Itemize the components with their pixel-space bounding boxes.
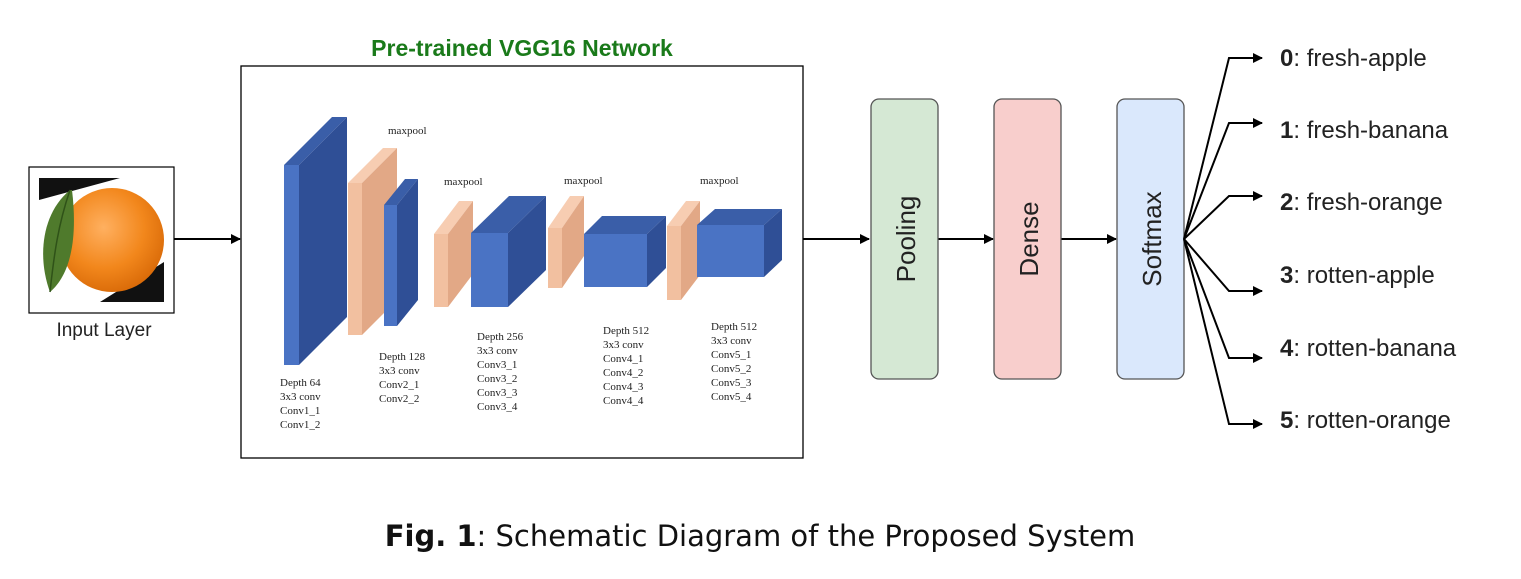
output-class-index: 4: [1280, 335, 1294, 362]
output-class-2: 2: fresh-orange: [1280, 189, 1443, 216]
maxpool-label-2: maxpool: [444, 176, 483, 188]
conv-block-4-line: 3x3 conv: [603, 339, 644, 351]
vgg16-title: Pre-trained VGG16 Network: [371, 35, 673, 61]
output-class-label: : fresh-apple: [1293, 45, 1426, 72]
conv-block-5: [697, 209, 782, 277]
conv-block-3-line: Depth 256: [477, 331, 524, 343]
conv-block-2-line: Conv2_1: [379, 379, 419, 391]
vgg16-network: Pre-trained VGG16 Network: [240, 35, 804, 459]
conv-block-1: [284, 117, 347, 365]
conv-block-5-line: Conv5_1: [711, 349, 751, 361]
conv-block-4-line: Conv4_4: [603, 395, 644, 407]
conv-block-5-line: 3x3 conv: [711, 335, 752, 347]
conv-block-4-line: Conv4_2: [603, 367, 643, 379]
conv-block-5-line: Conv5_3: [711, 377, 752, 389]
maxpool-label-4: maxpool: [700, 175, 739, 187]
output-class-label: : rotten-apple: [1293, 262, 1434, 289]
conv-block-5-line: Depth 512: [711, 321, 757, 333]
conv-block-4-description: Depth 512 3x3 conv Conv4_1 Conv4_2 Conv4…: [603, 325, 649, 407]
output-class-index: 2: [1280, 189, 1293, 216]
arrow-to-output-1: [1183, 118, 1263, 240]
maxpool-layer-2: [434, 201, 473, 307]
conv-block-3-description: Depth 256 3x3 conv Conv3_1 Conv3_2 Conv3…: [477, 331, 524, 413]
conv-block-3-line: Conv3_4: [477, 401, 518, 413]
output-arrows: [1183, 53, 1263, 429]
output-class-1: 1: fresh-banana: [1280, 117, 1449, 144]
output-class-0: 0: fresh-apple: [1280, 45, 1427, 72]
output-class-5: 5: rotten-orange: [1280, 407, 1451, 434]
conv-block-1-line: 3x3 conv: [280, 391, 321, 403]
conv-block-2: [384, 179, 418, 326]
conv-block-2-line: 3x3 conv: [379, 365, 420, 377]
pooling-layer-box: [870, 98, 939, 380]
output-class-3: 3: rotten-apple: [1280, 262, 1435, 289]
conv-block-3-line: 3x3 conv: [477, 345, 518, 357]
conv-block-4-line: Conv4_1: [603, 353, 643, 365]
arrow-to-output-4: [1183, 238, 1263, 363]
arrow-to-output-5: [1183, 238, 1263, 429]
conv-block-1-line: Conv1_2: [280, 419, 320, 431]
output-class-index: 0: [1280, 45, 1293, 72]
maxpool-label-3: maxpool: [564, 175, 603, 187]
dense-layer-box: [993, 98, 1062, 380]
conv-block-3: [471, 196, 546, 307]
arrow-to-output-3: [1183, 238, 1263, 296]
input-layer-label: Input Layer: [56, 320, 152, 341]
conv-block-1-description: Depth 64 3x3 conv Conv1_1 Conv1_2: [280, 377, 321, 431]
softmax-layer: Softmax: [1116, 98, 1185, 380]
arrow-to-output-2: [1183, 191, 1263, 240]
output-class-label: : rotten-orange: [1293, 407, 1450, 434]
input-layer: Input Layer: [28, 166, 175, 341]
output-class-label: : fresh-orange: [1293, 189, 1442, 216]
output-class-4: 4: rotten-banana: [1280, 335, 1457, 362]
conv-block-3-line: Conv3_2: [477, 373, 517, 385]
conv-block-4-line: Conv4_3: [603, 381, 644, 393]
conv-block-3-line: Conv3_1: [477, 359, 517, 371]
softmax-layer-label: Softmax: [1137, 191, 1167, 286]
figure-caption-prefix: Fig. 1: [385, 519, 477, 553]
conv-block-2-line: Depth 128: [379, 351, 426, 363]
maxpool-layer-3: [548, 196, 584, 288]
dense-layer-label: Dense: [1014, 201, 1044, 276]
output-classes: 0: fresh-apple 1: fresh-banana 2: fresh-…: [1280, 45, 1457, 434]
arrow-to-output-0: [1183, 53, 1263, 240]
pooling-layer: Pooling: [870, 98, 939, 380]
maxpool-label-1: maxpool: [388, 125, 427, 137]
output-class-index: 5: [1280, 407, 1293, 434]
output-class-label: : rotten-banana: [1293, 335, 1456, 362]
conv-block-4-line: Depth 512: [603, 325, 649, 337]
orange-fruit-image: [39, 178, 164, 302]
conv-block-1-line: Conv1_1: [280, 405, 320, 417]
conv-block-2-line: Conv2_2: [379, 393, 419, 405]
output-class-index: 1: [1280, 117, 1293, 144]
conv-block-5-line: Conv5_4: [711, 391, 752, 403]
output-class-index: 3: [1280, 262, 1293, 289]
conv-block-3-line: Conv3_3: [477, 387, 518, 399]
dense-layer: Dense: [993, 98, 1062, 380]
figure-caption-text: : Schematic Diagram of the Proposed Syst…: [477, 519, 1136, 553]
conv-block-1-line: Depth 64: [280, 377, 321, 389]
output-class-label: : fresh-banana: [1293, 117, 1448, 144]
maxpool-layer-1: [348, 148, 397, 335]
conv-block-5-line: Conv5_2: [711, 363, 751, 375]
conv-block-4: [584, 216, 666, 287]
pooling-layer-label: Pooling: [891, 196, 921, 283]
figure-caption: Fig. 1: Schematic Diagram of the Propose…: [385, 519, 1136, 553]
maxpool-layer-4: [667, 201, 700, 300]
conv-block-5-description: Depth 512 3x3 conv Conv5_1 Conv5_2 Conv5…: [711, 321, 757, 403]
conv-block-2-description: Depth 128 3x3 conv Conv2_1 Conv2_2: [379, 351, 426, 405]
